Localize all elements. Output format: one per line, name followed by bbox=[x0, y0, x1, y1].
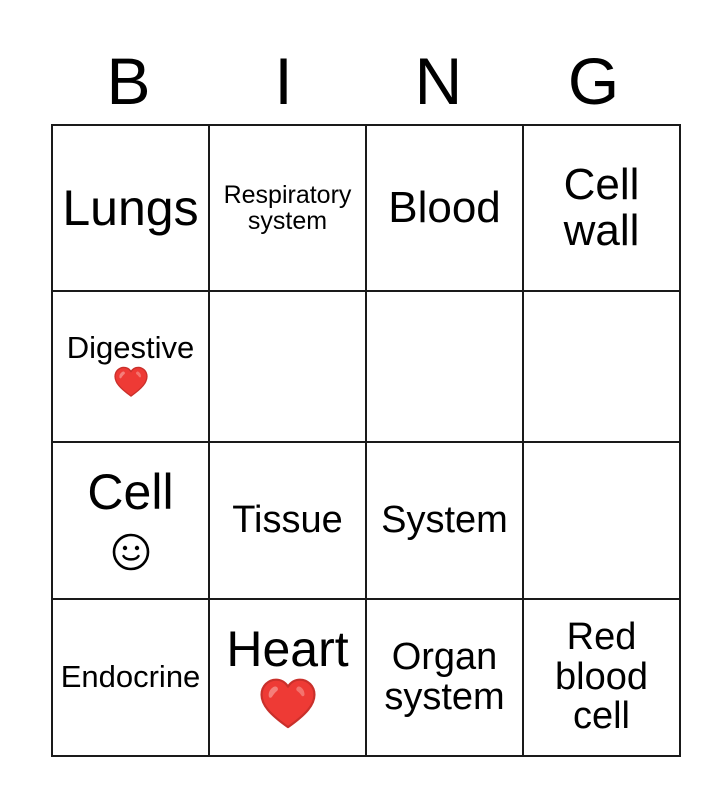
bingo-cell-content: Respiratory system bbox=[210, 126, 365, 290]
cell-mark bbox=[111, 532, 151, 576]
bingo-cell-r1-c3[interactable]: Blood bbox=[365, 124, 524, 292]
bingo-cell-r2-c1[interactable]: Digestive bbox=[51, 290, 210, 443]
bingo-cell-r4-c3[interactable]: Organ system bbox=[365, 598, 524, 757]
bingo-row: Cell Tissue System bbox=[51, 441, 681, 600]
bingo-cell-r1-c1[interactable]: Lungs bbox=[51, 124, 210, 292]
bingo-cell-r1-c4[interactable]: Cell wall bbox=[522, 124, 681, 292]
bingo-cell-r3-c3[interactable]: System bbox=[365, 441, 524, 600]
bingo-cell-content bbox=[524, 443, 679, 598]
header-letter-b: B bbox=[106, 44, 151, 118]
header-letter-i: I bbox=[274, 44, 293, 118]
red-heart-icon bbox=[259, 677, 316, 729]
bingo-cell-r1-c2[interactable]: Respiratory system bbox=[208, 124, 367, 292]
bingo-row: Endocrine Heart Organ system Red blood cel… bbox=[51, 598, 681, 757]
bingo-cell-r3-c4[interactable] bbox=[522, 441, 681, 600]
bingo-cell-content: Lungs bbox=[53, 126, 208, 290]
smiley-face-icon bbox=[111, 532, 151, 572]
red-heart-icon bbox=[113, 366, 148, 397]
bingo-cell-content bbox=[524, 292, 679, 441]
cell-mark bbox=[113, 366, 148, 401]
cell-mark bbox=[259, 677, 316, 733]
bingo-cell-label: Lungs bbox=[62, 180, 199, 236]
bingo-cell-r3-c1[interactable]: Cell bbox=[51, 441, 210, 600]
bingo-cell-r4-c1[interactable]: Endocrine bbox=[51, 598, 210, 757]
bingo-cell-label: Heart bbox=[226, 620, 349, 677]
header-letter-n: N bbox=[414, 44, 463, 118]
bingo-cell-label: System bbox=[381, 498, 508, 541]
bingo-cell-label: Digestive bbox=[66, 329, 195, 365]
bingo-cell-label: Blood bbox=[388, 183, 501, 233]
bingo-cell-r2-c3[interactable] bbox=[365, 290, 524, 443]
bingo-cell-content bbox=[367, 292, 522, 441]
bingo-cell-content: System bbox=[367, 443, 522, 598]
bingo-cell-label: Respiratory system bbox=[223, 181, 352, 235]
bingo-cell-content: Digestive bbox=[53, 292, 208, 441]
bingo-cell-r2-c2[interactable] bbox=[208, 290, 367, 443]
bingo-cell-content: Tissue bbox=[210, 443, 365, 598]
bingo-cell-content: Cell wall bbox=[524, 126, 679, 290]
bingo-cell-content: Red blood cell bbox=[524, 600, 679, 755]
bingo-cell-content: Heart bbox=[210, 600, 365, 755]
bingo-header: B I N G bbox=[51, 45, 671, 117]
bingo-cell-content bbox=[210, 292, 365, 441]
bingo-cell-r3-c2[interactable]: Tissue bbox=[208, 441, 367, 600]
bingo-cell-r4-c2[interactable]: Heart bbox=[208, 598, 367, 757]
bingo-row: Lungs Respiratory system Blood Cell wall bbox=[51, 124, 681, 292]
bingo-cell-label: Endocrine bbox=[60, 659, 201, 695]
bingo-cell-r2-c4[interactable] bbox=[522, 290, 681, 443]
header-letter-g: G bbox=[567, 44, 620, 118]
bingo-cell-r4-c4[interactable]: Red blood cell bbox=[522, 598, 681, 757]
bingo-cell-content: Organ system bbox=[367, 600, 522, 755]
bingo-cell-label: Cell bbox=[87, 463, 174, 520]
bingo-cell-label: Cell wall bbox=[563, 160, 640, 255]
bingo-cell-label: Red blood cell bbox=[555, 616, 648, 738]
bingo-cell-label: Organ system bbox=[384, 635, 505, 718]
bingo-cell-label: Tissue bbox=[232, 498, 343, 541]
bingo-cell-content: Cell bbox=[53, 443, 208, 598]
bingo-row: Digestive bbox=[51, 290, 681, 443]
bingo-cell-content: Endocrine bbox=[53, 600, 208, 755]
bingo-cell-content: Blood bbox=[367, 126, 522, 290]
